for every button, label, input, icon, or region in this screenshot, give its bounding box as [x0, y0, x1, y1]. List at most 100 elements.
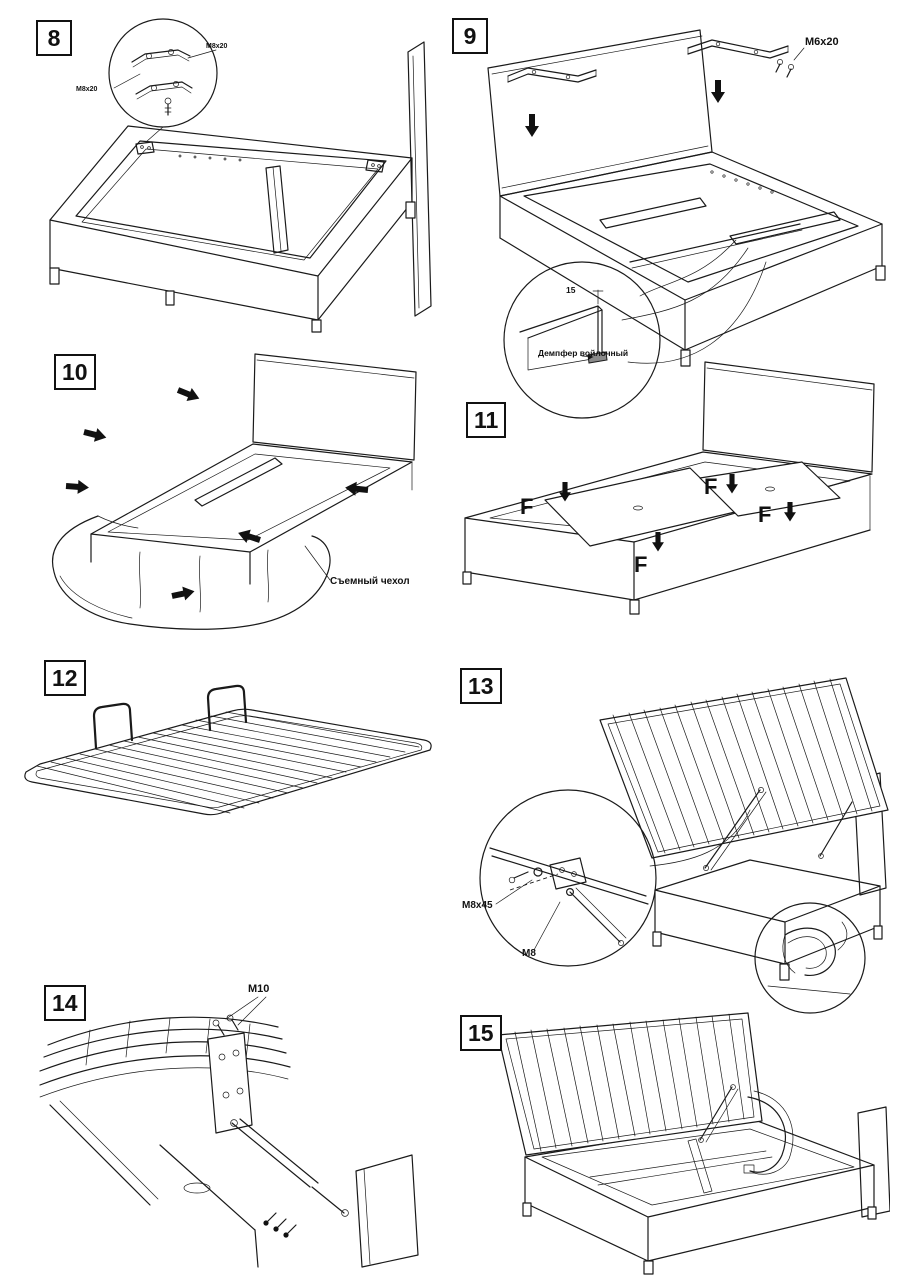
step-9-dimension-label: 15 — [566, 285, 576, 295]
headboard — [702, 361, 875, 473]
step-9-number: 9 — [463, 22, 477, 49]
slatted-base — [24, 708, 432, 816]
label-leader — [533, 901, 561, 951]
bed-frame — [499, 151, 886, 367]
magnifier-callout-strap — [754, 902, 866, 1014]
mount-bracket — [207, 1032, 253, 1134]
step-13-number: 13 — [468, 672, 494, 699]
panel-label-f4: F — [634, 552, 648, 577]
screw-holes — [178, 154, 242, 162]
arrow-icon — [171, 586, 195, 601]
step-14-number-box: 14 — [44, 985, 86, 1021]
felt-damper — [587, 351, 608, 364]
corner-bracket — [135, 141, 155, 155]
step-10-drawing — [52, 353, 417, 630]
step-10-number-box: 10 — [54, 354, 96, 390]
lifted-slat-platform — [497, 1012, 763, 1156]
arrow-icon — [65, 479, 89, 494]
corner-bracket — [365, 159, 385, 173]
lifted-slat-platform — [599, 677, 889, 859]
arrow-down-icon — [784, 502, 796, 522]
step-8-hardware-label-right: M8x20 — [206, 43, 228, 50]
lift-handle — [92, 702, 134, 750]
bolts-m10 — [212, 996, 267, 1036]
frame-rails — [39, 1055, 291, 1268]
strap — [743, 1090, 794, 1175]
screw-holes — [710, 170, 774, 194]
step-11-drawing — [462, 361, 875, 615]
cover-label-leader — [304, 545, 331, 581]
bed-frame — [49, 125, 416, 333]
bolt-m8x45 — [508, 871, 559, 891]
step-15-drawing — [497, 1012, 890, 1275]
step-12-panel: 12 — [10, 650, 440, 870]
step-8-hardware-label-left: M8x20 — [76, 86, 98, 93]
magnifier-callout-mechanism — [479, 789, 657, 967]
side-board — [355, 1154, 419, 1268]
step-9-damper-label: Демпфер войлочный — [538, 348, 629, 358]
headboard — [857, 1106, 890, 1218]
panel-label-f1: F — [520, 494, 534, 519]
step-14-hardware-label: M10 — [248, 983, 270, 995]
step-10-number: 10 — [62, 358, 88, 385]
step-8-number: 8 — [47, 24, 61, 51]
step-11-panel: 11 F F F F — [450, 350, 890, 650]
panel-label-f2: F — [704, 474, 718, 499]
headboard — [487, 29, 713, 197]
gas-strut — [698, 1084, 739, 1143]
step-8-number-box: 8 — [36, 20, 72, 56]
leader-curves — [621, 239, 767, 364]
panel-label-f3: F — [758, 502, 772, 527]
arrow-down-icon — [652, 532, 664, 552]
gas-strut — [703, 787, 853, 871]
step-13-nut-label: M8 — [522, 948, 536, 959]
bed-frame — [652, 859, 883, 981]
step-8-panel: 8 M8x20 M8x20 — [20, 10, 440, 340]
step-15-number: 15 — [468, 1019, 494, 1046]
leader-curve — [649, 809, 751, 867]
arrow-down-icon — [726, 474, 738, 494]
slats — [36, 711, 420, 814]
label-leader — [495, 879, 533, 905]
leader-curve — [837, 921, 848, 951]
step-10-panel: 10 Съемный чехол — [20, 340, 440, 645]
step-14-panel: 14 M10 — [20, 975, 435, 1270]
magnifier-callout-damper — [503, 261, 661, 419]
lift-handle — [206, 684, 248, 732]
step-13-drawing — [479, 677, 889, 1014]
arrow-down-icon — [559, 482, 571, 502]
screws — [263, 1212, 297, 1238]
step-13-panel: 13 M8x45 M8 — [450, 660, 895, 1020]
step-12-drawing — [24, 684, 432, 816]
compartment-dividers — [589, 1138, 773, 1194]
hinge-bracket-left — [507, 67, 597, 83]
step-9-hardware-label: M6x20 — [805, 36, 839, 48]
magnifier-callout — [108, 18, 218, 143]
step-12-number: 12 — [52, 664, 78, 691]
step-8-drawing — [49, 18, 432, 333]
arrow-down-icon — [525, 114, 539, 137]
slats — [612, 678, 873, 854]
slats — [514, 1013, 745, 1152]
step-13-bolt-label: M8x45 — [462, 900, 493, 911]
headboard — [252, 353, 417, 461]
arrow-icon — [345, 481, 369, 496]
slat-platform-edge — [39, 1016, 287, 1072]
removable-cover — [52, 515, 331, 630]
gas-strut — [230, 1118, 349, 1217]
bed-frame — [90, 443, 413, 585]
arrow-icon — [238, 529, 261, 543]
bolts — [775, 47, 805, 78]
headboard — [407, 41, 432, 317]
step-9-panel: 9 M6x20 15 Демпфер войлочный — [450, 10, 895, 450]
step-9-drawing — [487, 29, 886, 419]
step-14-number: 14 — [52, 989, 78, 1016]
bottom-panel-f — [699, 461, 841, 517]
hinge-bracket-right — [687, 39, 789, 59]
step-15-number-box: 15 — [460, 1015, 502, 1051]
floor-hole — [183, 1182, 211, 1194]
arrow-icon — [83, 428, 107, 442]
arrow-icon — [176, 387, 200, 401]
step-14-drawing — [39, 996, 419, 1268]
step-10-cover-label: Съемный чехол — [330, 576, 410, 587]
